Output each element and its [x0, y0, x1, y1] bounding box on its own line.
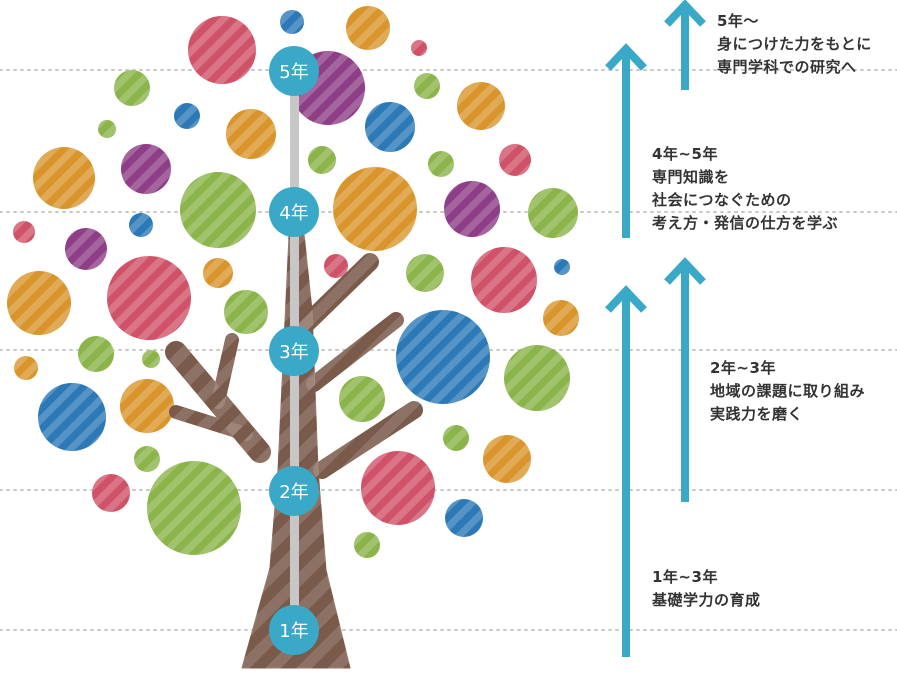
- leaf-circle: [339, 376, 385, 422]
- leaf-circle: [224, 290, 268, 334]
- leaf-circle: [361, 451, 435, 525]
- leaf-circle: [33, 147, 95, 209]
- leaf-circle: [333, 167, 417, 251]
- arrow-1-to-3: [605, 285, 647, 657]
- year-label: 4年: [279, 203, 308, 224]
- leaf-circle: [114, 70, 150, 106]
- leaf-circle: [7, 271, 71, 335]
- leaf-circle: [38, 383, 106, 451]
- year-badge-3: 3年: [269, 326, 319, 376]
- stage-line: 考え方・発信の仕方を学ぶ: [652, 214, 839, 232]
- leaf-circle: [226, 109, 276, 159]
- leaf-circle: [142, 350, 160, 368]
- stage-5-onward: 5年～ 身につけた力をもとに 専門学科での研究へ: [717, 10, 872, 79]
- leaf-circle: [324, 254, 348, 278]
- year-badge-1: 1年: [269, 605, 319, 655]
- progression-arrows: [605, 0, 706, 657]
- leaf-circle: [188, 16, 256, 84]
- stage-1-to-3: 1年~3年 基礎学力の育成: [652, 566, 761, 612]
- leaf-circle: [444, 181, 500, 237]
- leaf-circle: [414, 73, 440, 99]
- leaf-circle: [543, 300, 579, 336]
- leaf-circle: [499, 144, 531, 176]
- year-badge-5: 5年: [269, 46, 319, 96]
- year-label: 3年: [279, 342, 308, 363]
- stage-2-to-3: 2年~3年 地域の課題に取り組み 実践力を磨く: [710, 357, 865, 426]
- leaf-circle: [365, 102, 415, 152]
- leaf-circle: [346, 6, 390, 50]
- leaf-circle: [13, 221, 35, 243]
- stage-line: 身につけた力をもとに: [717, 35, 872, 53]
- leaf-circle: [92, 474, 130, 512]
- stage-line: 基礎学力の育成: [652, 591, 761, 609]
- stage-line: 社会につなぐための: [652, 191, 792, 209]
- leaf-circle: [120, 379, 174, 433]
- leaf-circle: [65, 228, 107, 270]
- leaf-circle: [528, 188, 578, 238]
- stage-line: 実践力を磨く: [710, 405, 804, 423]
- year-badge-4: 4年: [269, 187, 319, 237]
- leaf-circle: [107, 256, 191, 340]
- leaf-circle: [98, 120, 116, 138]
- year-label: 1年: [279, 621, 308, 642]
- leaf-circle: [147, 461, 241, 555]
- leaf-circle: [180, 172, 256, 248]
- leaf-circle: [121, 144, 171, 194]
- year-badge-2: 2年: [269, 466, 319, 516]
- leaf-circle: [280, 10, 304, 34]
- leaf-circle: [406, 254, 444, 292]
- leaf-circle: [174, 103, 200, 129]
- year-label: 2年: [279, 482, 308, 503]
- leaf-circle: [445, 499, 483, 537]
- leaf-circle: [428, 151, 454, 177]
- stage-range: 5年～: [717, 12, 759, 30]
- arrow-4-to-5: [605, 43, 647, 238]
- year-label: 5年: [279, 62, 308, 83]
- year-badges: 5年 4年 3年 2年 1年: [269, 46, 319, 655]
- stage-range: 1年~3年: [652, 568, 718, 586]
- leaf-circle: [554, 259, 570, 275]
- stage-range: 4年~5年: [652, 145, 718, 163]
- stage-line: 専門学科での研究へ: [717, 58, 857, 76]
- arrow-2-to-3: [664, 257, 706, 502]
- leaf-circle: [396, 310, 490, 404]
- leaf-circle: [129, 213, 153, 237]
- leaf-circle: [443, 425, 469, 451]
- leaf-circle: [471, 247, 537, 313]
- leaf-circle: [203, 258, 233, 288]
- leaf-circle: [134, 446, 160, 472]
- arrow-5-onward: [664, 0, 706, 90]
- leaf-circle: [308, 146, 336, 174]
- stage-4-to-5: 4年~5年 専門知識を 社会につなぐための 考え方・発信の仕方を学ぶ: [652, 143, 838, 235]
- leaf-circle: [504, 345, 570, 411]
- stage-line: 専門知識を: [652, 168, 730, 186]
- stage-range: 2年~3年: [710, 359, 776, 377]
- tree-leaves: [7, 6, 579, 558]
- leaf-circle: [354, 532, 380, 558]
- leaf-circle: [483, 435, 531, 483]
- leaf-circle: [78, 336, 114, 372]
- stage-line: 地域の課題に取り組み: [710, 382, 866, 400]
- leaf-circle: [411, 40, 427, 56]
- leaf-circle: [457, 82, 505, 130]
- leaf-circle: [14, 356, 38, 380]
